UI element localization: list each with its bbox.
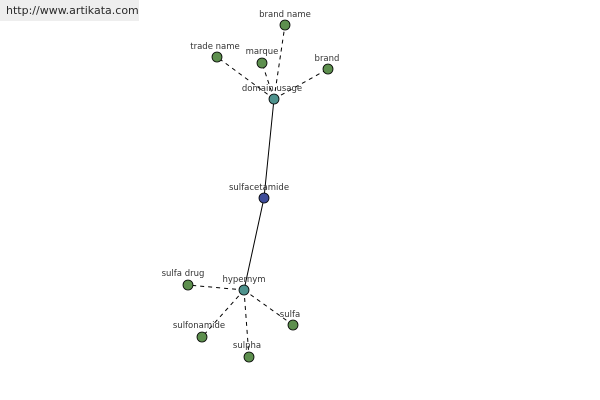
edges-layer (187, 24, 329, 358)
node-label-marque: marque (246, 47, 279, 57)
edge-hypernym-to-sulfonamide (201, 289, 245, 338)
node-label-sulfa: sulfa (280, 310, 300, 320)
edge-domain-usage-to-trade-name (216, 56, 275, 100)
node-label-sulfonamide: sulfonamide (173, 321, 225, 331)
node-sulfa-drug[interactable] (182, 279, 194, 291)
node-label-trade-name: trade name (190, 42, 239, 52)
edge-hypernym-to-sulfa (243, 289, 294, 326)
node-label-sulfa-drug: sulfa drug (162, 269, 205, 279)
source-link[interactable]: http://www.artikata.com (0, 0, 139, 21)
node-sulfacetamide[interactable] (258, 192, 270, 204)
nodes-layer (182, 19, 334, 363)
edge-hypernym-to-sulpha (243, 289, 250, 358)
edge-domain-usage-to-brand (273, 68, 329, 100)
labels-layer: sulfacetamide domain usage hypernym brand n… (162, 10, 340, 351)
node-sulfa[interactable] (287, 319, 299, 331)
edge-sulfacetamide-to-hypernym (243, 197, 265, 291)
node-label-hypernym: hypernym (222, 275, 265, 285)
node-label-brand-name: brand name (259, 10, 311, 20)
node-brand-name[interactable] (279, 19, 291, 31)
node-label-sulfacetamide: sulfacetamide (229, 183, 289, 193)
edge-hypernym-to-sulfa-drug (187, 284, 245, 291)
node-sulfonamide[interactable] (196, 331, 208, 343)
node-label-brand: brand (315, 54, 340, 64)
node-trade-name[interactable] (211, 51, 223, 63)
node-label-domain-usage: domain usage (242, 84, 302, 94)
edge-domain-usage-to-marque (261, 62, 275, 100)
node-hypernym[interactable] (238, 284, 250, 296)
node-domain-usage[interactable] (268, 93, 280, 105)
node-brand[interactable] (322, 63, 334, 75)
edge-sulfacetamide-to-domain-usage (263, 98, 275, 199)
node-marque[interactable] (256, 57, 268, 69)
node-sulpha[interactable] (243, 351, 255, 363)
node-label-sulpha: sulpha (233, 341, 261, 351)
